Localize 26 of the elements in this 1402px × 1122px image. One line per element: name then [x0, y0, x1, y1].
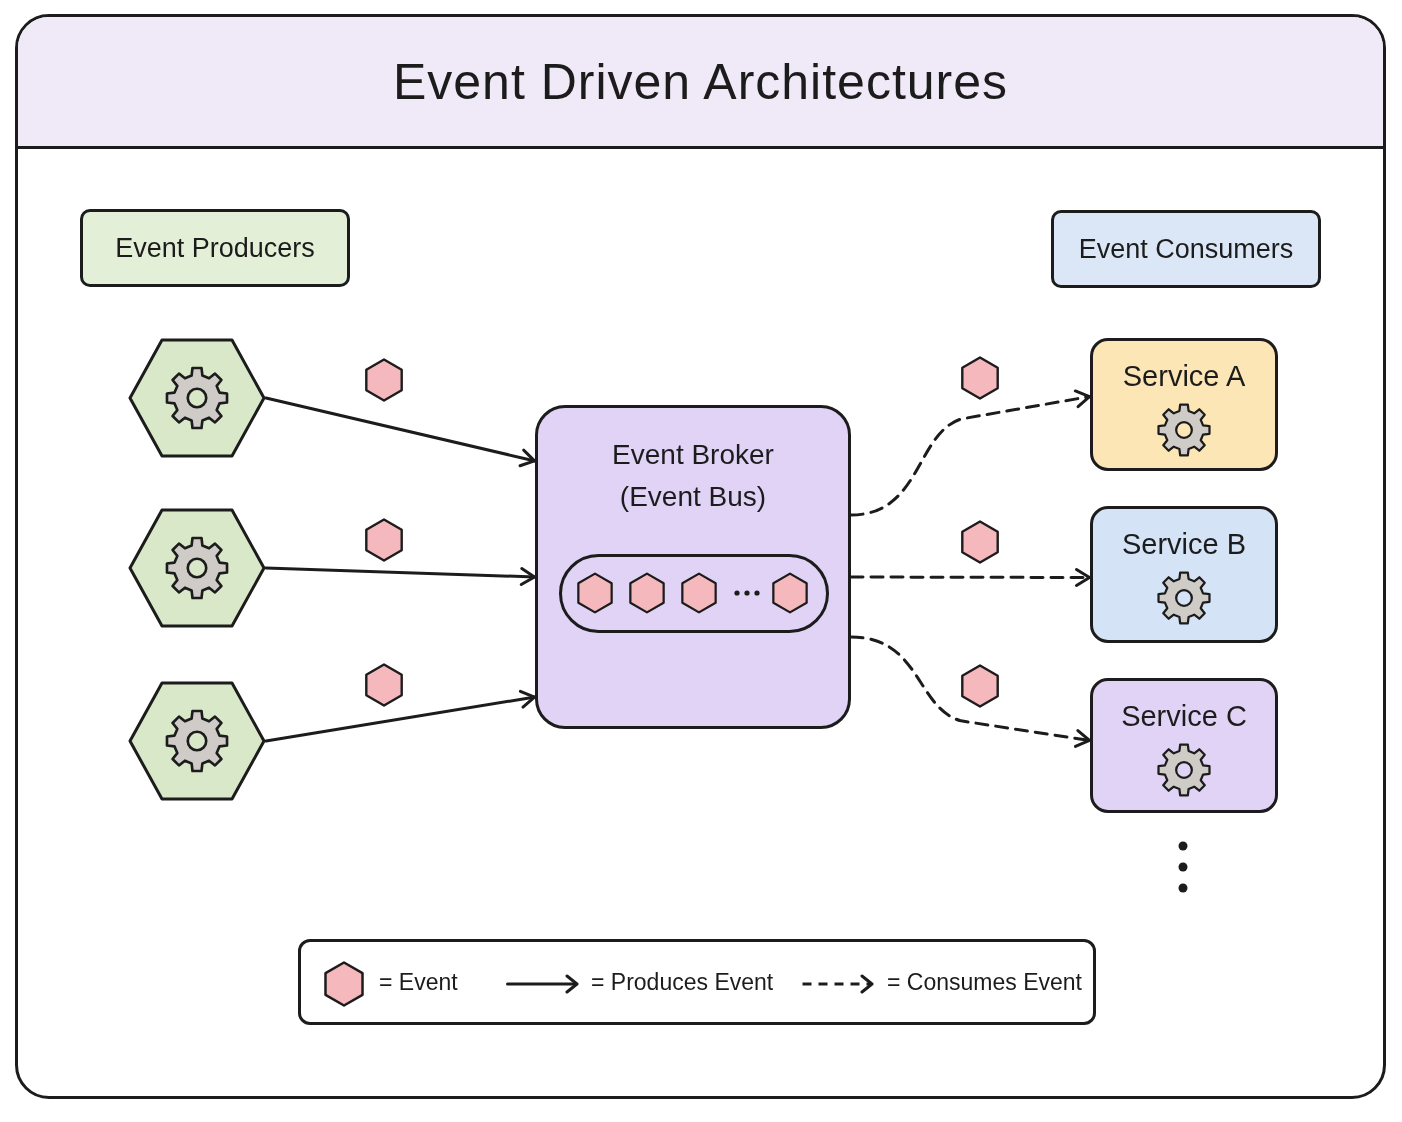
section-label-box: [80, 209, 350, 287]
section-label-box: [1051, 210, 1321, 288]
producer-hexagon: [128, 338, 266, 458]
arrow: [264, 396, 537, 468]
service-name: Service A: [1122, 359, 1246, 394]
title: Event Driven Architectures: [392, 52, 1009, 112]
service-name: Service C: [1121, 699, 1247, 734]
queue-pill: [559, 554, 829, 633]
service-box: [1090, 338, 1278, 471]
producer-hexagon: [128, 681, 266, 801]
dashed-arrow: [849, 635, 1092, 748]
broker-box: [535, 405, 851, 729]
legend-text: = Consumes Event: [887, 968, 1082, 997]
section-label: Event Producers: [115, 232, 315, 265]
arrow: [264, 566, 537, 587]
service-box: [1090, 678, 1278, 813]
section-label: Event Consumers: [1078, 233, 1294, 266]
dashed-arrow: [849, 389, 1092, 517]
broker-label: Event Broker (Event Bus): [611, 438, 775, 514]
arrow: [264, 689, 537, 743]
producer-hexagon: [128, 508, 266, 628]
service-name: Service B: [1121, 527, 1247, 562]
service-box: [1090, 506, 1278, 643]
legend-text: = Produces Event: [591, 968, 774, 997]
dashed-arrow: [849, 567, 1092, 587]
legend-text: = Event: [379, 968, 458, 997]
